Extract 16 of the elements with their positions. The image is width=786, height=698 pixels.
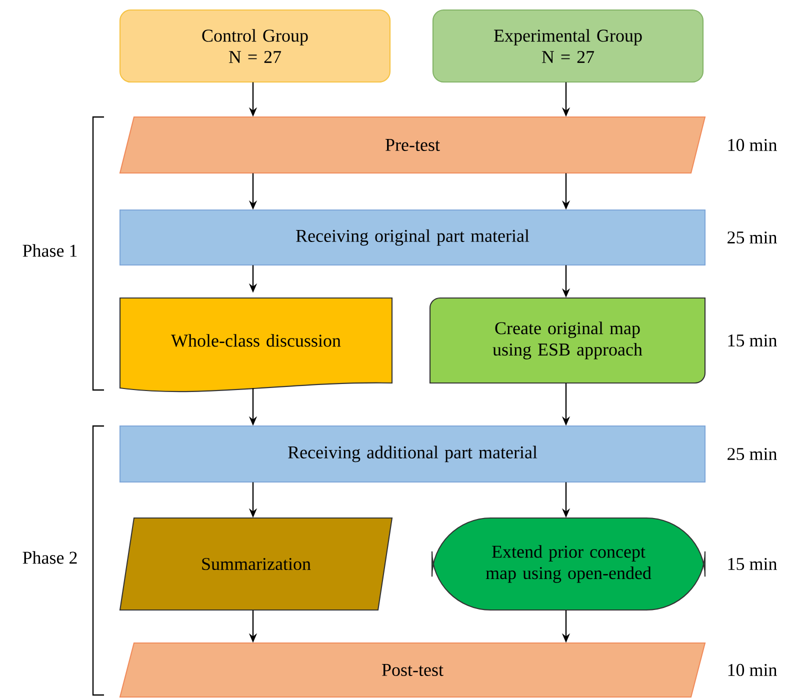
process-parallelogram: Summarization bbox=[119, 517, 393, 611]
duration-label: 25 min bbox=[728, 231, 777, 244]
group-box: Control Group N = 27 bbox=[119, 9, 391, 83]
duration-label: 15 min bbox=[728, 334, 777, 347]
process-box: Create original map using ESB approach bbox=[429, 297, 706, 384]
process-band: Receiving additional part material bbox=[119, 425, 706, 483]
group-box: Experimental Group N = 27 bbox=[432, 9, 704, 83]
duration-label: 15 min bbox=[728, 558, 777, 570]
phase-label: Phase 2 bbox=[22, 551, 77, 564]
duration-label: 10 min bbox=[728, 138, 777, 152]
process-parallelogram: Pre-test bbox=[119, 116, 706, 174]
phase-label: Phase 1 bbox=[22, 244, 77, 257]
process-parallelogram: Post-test bbox=[119, 642, 706, 698]
duration-label: 10 min bbox=[728, 664, 777, 676]
duration-label: 25 min bbox=[728, 448, 777, 460]
process-band: Receiving original part material bbox=[119, 209, 706, 266]
